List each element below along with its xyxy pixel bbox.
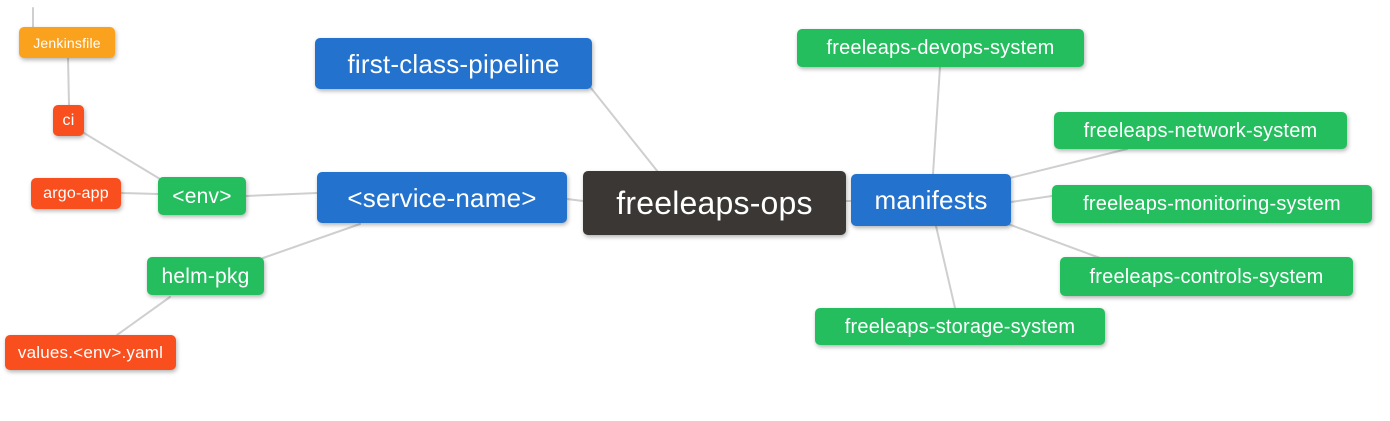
node-values-env-yaml[interactable]: values.<env>.yaml [5, 335, 176, 370]
node-freeleaps-controls-system[interactable]: freeleaps-controls-system [1060, 257, 1353, 296]
edge-first-class-pipeline-to-freeleaps-ops [590, 87, 659, 173]
edge-env-to-service-name [245, 192, 318, 197]
node-first-class-pipeline[interactable]: first-class-pipeline [315, 38, 592, 89]
node-service-name[interactable]: <service-name> [317, 172, 567, 223]
node-freeleaps-storage-system[interactable]: freeleaps-storage-system [815, 308, 1105, 345]
node-env[interactable]: <env> [158, 177, 246, 215]
node-freeleaps-ops[interactable]: freeleaps-ops [583, 171, 846, 235]
node-manifests[interactable]: manifests [851, 174, 1011, 226]
node-freeleaps-devops-system[interactable]: freeleaps-devops-system [797, 29, 1084, 67]
edge-argo-app-to-env [120, 192, 159, 195]
edge-helm-pkg-to-service-name [262, 223, 361, 259]
node-jenkinsfile[interactable]: Jenkinsfile [19, 27, 115, 58]
edge-ci-to-env [83, 132, 161, 180]
node-freeleaps-network-system[interactable]: freeleaps-network-system [1054, 112, 1347, 149]
edge-freeleaps-devops-system-to-manifests [932, 66, 941, 175]
edge-manifests-to-freeleaps-network-system [1009, 148, 1128, 179]
edge-manifests-to-freeleaps-storage-system [935, 225, 956, 309]
edge-service-name-to-freeleaps-ops [566, 198, 584, 202]
node-ci[interactable]: ci [53, 105, 84, 136]
edge-manifests-to-freeleaps-controls-system [1007, 223, 1101, 259]
edge-manifests-to-freeleaps-monitoring-system [1010, 195, 1053, 203]
node-argo-app[interactable]: argo-app [31, 178, 121, 209]
node-freeleaps-monitoring-system[interactable]: freeleaps-monitoring-system [1052, 185, 1372, 223]
edge-values-env-yaml-to-helm-pkg [116, 296, 171, 336]
edge-jenkinsfile-to-ci [67, 56, 70, 106]
node-helm-pkg[interactable]: helm-pkg [147, 257, 264, 295]
